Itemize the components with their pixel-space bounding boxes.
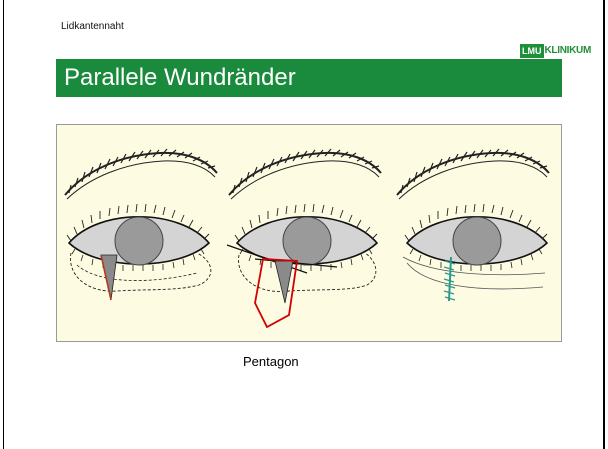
panel-3 <box>397 149 549 301</box>
logo-text: KLINIKUM <box>545 45 591 56</box>
figure-caption: Pentagon <box>243 354 299 369</box>
panel-1 <box>65 149 217 300</box>
logo-box-text: LMU <box>520 44 544 58</box>
slide-left-border <box>3 0 4 449</box>
eyelid-illustration-svg <box>57 125 563 343</box>
lmu-klinikum-logo: LMU KLINIKUM <box>520 43 591 58</box>
section-label: Lidkantennaht <box>61 21 124 32</box>
slide-title: Parallele Wundränder <box>64 64 296 92</box>
panel-2 <box>227 149 381 327</box>
slide-right-border <box>603 0 605 449</box>
title-bar: Parallele Wundränder <box>56 59 562 97</box>
eyelid-illustration <box>56 124 562 342</box>
